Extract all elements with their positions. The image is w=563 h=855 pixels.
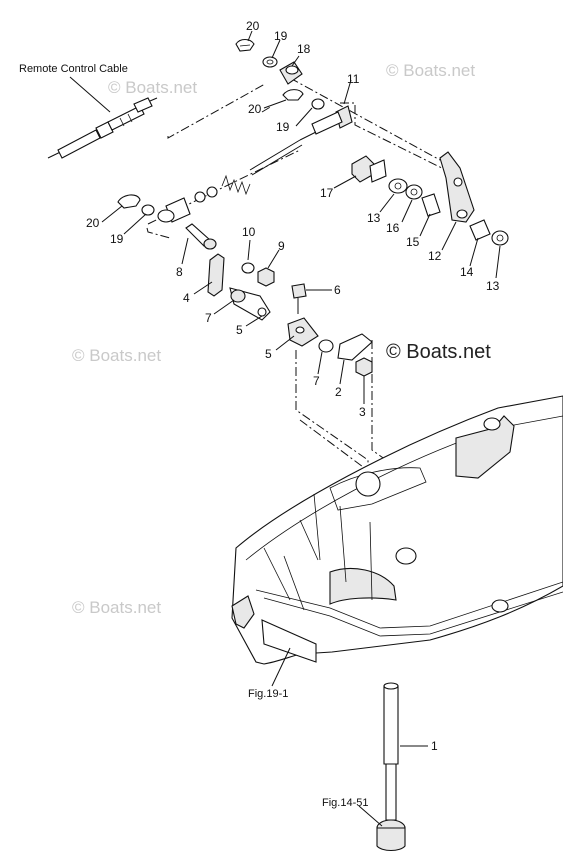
callout-15: 15	[406, 235, 420, 249]
part-13-washer	[388, 178, 408, 194]
callout-18: 18	[297, 42, 311, 56]
part-12-lever	[439, 151, 475, 223]
callout-12: 12	[428, 249, 442, 263]
callout-3: 3	[359, 405, 366, 419]
callout-8: 8	[176, 265, 183, 279]
callout-5-b: 5	[265, 347, 272, 361]
remote-control-cable-label: Remote Control Cable	[19, 63, 128, 75]
fig-19-1-label: Fig.19-1	[248, 688, 288, 700]
callout-7-b: 7	[313, 374, 320, 388]
ref-line-cable	[167, 83, 266, 139]
leader-remote-cable	[69, 76, 111, 113]
callout-2: 2	[335, 385, 342, 399]
part-8-pin	[185, 223, 217, 250]
callout-leaders	[101, 30, 501, 827]
callout-20-mid: 20	[248, 102, 262, 116]
part-14-bushing	[469, 219, 491, 241]
part-11-rod-assembly	[165, 105, 353, 223]
bottom-cowling	[231, 395, 563, 665]
callout-17: 17	[320, 186, 334, 200]
part-20-clip-top	[235, 38, 255, 52]
part-6-bolt	[291, 283, 307, 314]
callout-1: 1	[431, 739, 438, 753]
callout-14: 14	[460, 265, 474, 279]
part-1-shift-rod	[376, 682, 406, 852]
callout-19-mid: 19	[276, 120, 290, 134]
part-20-clip-mid	[282, 89, 304, 101]
watermark-mid-left: © Boats.net	[72, 346, 161, 365]
part-19-washer-mid	[311, 98, 325, 110]
callout-16: 16	[386, 221, 400, 235]
watermark-main: © Boats.net	[386, 341, 491, 363]
watermark-top-left: © Boats.net	[108, 78, 197, 97]
part-19-washer-top	[262, 56, 278, 68]
callout-7-a: 7	[205, 311, 212, 325]
callout-9: 9	[278, 239, 285, 253]
part-16-washer	[405, 184, 423, 200]
callout-19-left: 19	[110, 232, 124, 246]
callout-20-top: 20	[246, 19, 260, 33]
callout-20-left: 20	[86, 216, 100, 230]
callout-6: 6	[334, 283, 341, 297]
part-20-clip-left	[117, 194, 141, 209]
part-5-link-upper	[229, 287, 271, 321]
part-7-washer	[318, 339, 334, 353]
callout-10: 10	[242, 225, 256, 239]
callout-11: 11	[347, 72, 360, 86]
watermark-lower-left: © Boats.net	[72, 598, 161, 617]
part-17-bolt	[351, 155, 387, 183]
part-5-link-lower	[287, 317, 319, 347]
callout-13-a: 13	[367, 211, 381, 225]
callout-5-a: 5	[236, 323, 243, 337]
part-15-collar	[421, 193, 441, 217]
callout-19-top: 19	[274, 29, 288, 43]
part-18-joint	[279, 61, 303, 85]
part-19-washer-left	[157, 209, 175, 223]
remote-control-cable	[47, 97, 158, 159]
part-3-nut	[355, 357, 373, 377]
callout-13-b: 13	[486, 279, 500, 293]
part-2-plate	[337, 333, 373, 361]
watermark-top-right: © Boats.net	[386, 61, 475, 80]
fig-14-51-label: Fig.14-51	[322, 797, 368, 809]
part-4-bracket	[207, 253, 225, 297]
part-13-washer-right	[491, 230, 509, 246]
part-9-nut	[257, 267, 275, 287]
callout-4: 4	[183, 291, 190, 305]
part-10-washer	[241, 262, 255, 274]
